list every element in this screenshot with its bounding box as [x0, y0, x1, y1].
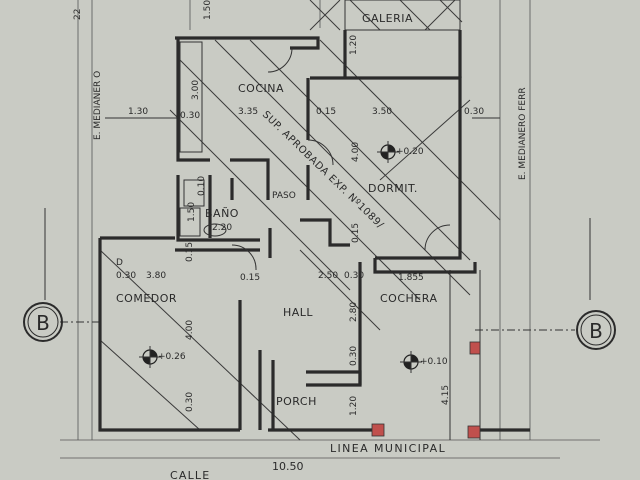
dim-1-30: 1.30: [128, 107, 148, 117]
dimension-labels: 1.50 1.20 1.30 0.30 3.00 3.35 0.15 3.50 …: [116, 0, 484, 473]
dim-2-50: 2.50: [318, 271, 338, 281]
level-symbol-cochera: [400, 351, 422, 373]
level-symbol-dormit: [377, 141, 399, 163]
room-label-porch: PORCH: [276, 395, 317, 408]
corner-letter: D: [116, 258, 123, 268]
section-marker-label: B: [36, 311, 50, 335]
section-marker-label: B: [589, 319, 603, 343]
dim-1-855: 1.855: [398, 273, 424, 283]
dim-0-30-b: 0.30: [464, 107, 484, 117]
room-label-bano: BAÑO: [205, 207, 239, 220]
walls: [98, 30, 530, 432]
room-label-galeria: GALERIA: [362, 12, 413, 25]
dim-0-30-f: 0.30: [185, 392, 195, 412]
room-label-hall: HALL: [283, 306, 313, 319]
dim-0-30-a: 0.30: [180, 111, 200, 121]
dim-4-00-dorm: 4.00: [351, 142, 361, 162]
level-value-cochera: +0.10: [420, 357, 448, 367]
room-label-dormit: DORMIT.: [368, 182, 418, 195]
section-marker-left: B: [23, 302, 63, 342]
dim-2-20: 2.20: [212, 223, 232, 233]
linea-municipal-label: LINEA MUNICIPAL: [330, 442, 446, 455]
dim-4-15: 4.15: [441, 385, 451, 405]
column-cochera-mid: [469, 341, 481, 355]
level-value-dormit: +0.20: [396, 147, 424, 157]
dim-0-15-d: 0.15: [351, 223, 361, 243]
dim-2-80: 2.80: [349, 302, 359, 322]
dim-0-30-d: 0.30: [344, 271, 364, 281]
level-value-comedor: +0.26: [158, 352, 186, 362]
medianero-right-label: E. MEDIANERO FERR: [518, 87, 528, 180]
column-cochera-front: [467, 425, 481, 439]
fixtures: [179, 41, 451, 271]
dim-0-30-c: 0.30: [116, 271, 136, 281]
dim-3-50: 3.50: [372, 107, 392, 117]
dim-1-50-bano: 1.50: [187, 202, 197, 222]
room-label-cocina: COCINA: [238, 82, 284, 95]
dim-0-15-a: 0.15: [316, 107, 336, 117]
dim-3-00: 3.00: [191, 80, 201, 100]
dim-1-20-top: 1.20: [349, 35, 359, 55]
dim-10-50: 10.50: [272, 460, 304, 473]
level-values: +0.20 +0.26 +0.10: [158, 147, 448, 367]
dim-0-10: 0.10: [197, 176, 207, 196]
column-porch: [371, 423, 385, 437]
room-label-paso: PASO: [272, 191, 296, 201]
room-label-comedor: COMEDOR: [116, 292, 177, 305]
dim-4-00-com: 4.00: [185, 320, 195, 340]
room-labels: GALERIA COCINA DORMIT. PASO BAÑO COMEDOR…: [116, 12, 437, 408]
level-symbol-comedor: [139, 346, 161, 368]
medianero-left-label: E. MEDIANER O: [93, 71, 103, 140]
corner-number: 22: [73, 9, 83, 20]
columns: [371, 341, 481, 439]
calle-label: CALLE: [170, 469, 210, 480]
dim-3-35: 3.35: [238, 107, 258, 117]
dim-1-20-bot: 1.20: [349, 396, 359, 416]
dim-0-15-c: 0.15: [240, 273, 260, 283]
approved-surface-diagonals: [99, 39, 501, 441]
galeria-hatching: [309, 0, 463, 31]
room-label-cochera: COCHERA: [380, 292, 437, 305]
dim-3-80: 3.80: [146, 271, 166, 281]
dim-0-30-e: 0.30: [349, 346, 359, 366]
dim-0-15-b: 0.15: [185, 242, 195, 262]
section-marker-right: B: [576, 310, 616, 350]
dim-1-50: 1.50: [203, 0, 213, 20]
